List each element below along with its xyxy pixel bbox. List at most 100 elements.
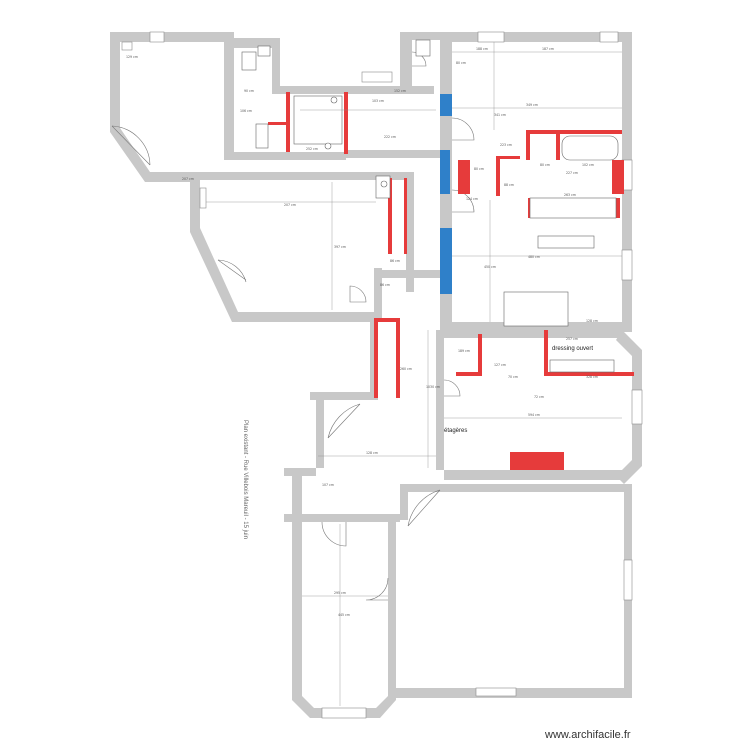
dimension-label: 86 cm xyxy=(380,283,390,287)
wall-bottom-right xyxy=(396,484,632,696)
wc-fixture-3 xyxy=(415,39,431,57)
window-right-3 xyxy=(631,389,643,425)
dimension-texts: 129 cm 188 cm 187 cm 90 cm 80 cm 103 cm … xyxy=(126,47,598,617)
dimension-label: 594 cm xyxy=(528,413,540,417)
red-dressing-left xyxy=(544,330,548,376)
door-bottom-left-2 xyxy=(365,577,389,601)
door-right-2 xyxy=(451,189,475,213)
bathtub xyxy=(561,135,619,161)
dimension-label: 70 cm xyxy=(508,375,518,379)
room-label-etageres: étagères xyxy=(444,428,467,434)
red-wc-divider xyxy=(268,122,288,125)
wall-wc-top xyxy=(230,38,278,48)
dimension-label: 90 cm xyxy=(244,89,254,93)
dimension-label: 152 cm xyxy=(394,89,406,93)
wall-bottom-left xyxy=(284,468,396,718)
red-wc2-right xyxy=(478,334,482,376)
dimension-label: 80 cm xyxy=(456,61,466,65)
dimension-label: 341 cm xyxy=(494,113,506,117)
windows xyxy=(121,31,643,719)
brand-watermark: www.archifacile.fr xyxy=(544,729,631,741)
dimension-label: 222 cm xyxy=(384,135,396,139)
door-bottom-left-1 xyxy=(321,521,347,547)
red-corridor-1 xyxy=(388,178,392,254)
dimension-label: 445 cm xyxy=(338,613,350,617)
red-hall-box xyxy=(374,318,400,322)
dimension-label: 86 cm xyxy=(390,259,400,263)
blue-panel-2 xyxy=(440,150,450,194)
shower-tray xyxy=(293,95,343,145)
red-bedroom-bench xyxy=(510,452,564,470)
dimension-label: 328 cm xyxy=(586,375,598,379)
room-label-dressing: dressing ouvert xyxy=(552,346,593,352)
red-right-bath-left xyxy=(526,130,530,160)
red-right-wall-1 xyxy=(496,156,500,196)
dimension-label: 207 cm xyxy=(284,203,296,207)
wall-corridor-top xyxy=(272,86,434,94)
round-fixture-1 xyxy=(330,96,338,104)
wall-corridor-left xyxy=(374,268,382,322)
wall-bottom-left-top xyxy=(284,514,400,522)
wall-hall-left-lower xyxy=(284,400,324,476)
window-top-left xyxy=(149,31,165,43)
blue-elements xyxy=(440,94,452,294)
wall-wc-right xyxy=(272,38,280,92)
red-wc2-bottom xyxy=(456,372,480,376)
plan-title: Plan existant - Rue Villebois Mareuil - … xyxy=(242,420,248,539)
door-hall-1 xyxy=(327,403,361,439)
door-left-room xyxy=(217,259,247,283)
dimension-label: 127 cm xyxy=(494,363,506,367)
red-dressing-bottom xyxy=(544,372,634,376)
door-hall-2 xyxy=(407,489,441,527)
wall-mid-left-outer xyxy=(190,172,248,322)
wall-bedroom2-outer xyxy=(616,330,642,484)
blue-panel-3 xyxy=(440,228,452,294)
dimension-label: 128 cm xyxy=(366,451,378,455)
wall-bath-bottom xyxy=(230,152,346,160)
dimension-label: 124 cm xyxy=(466,197,478,201)
window-right-2 xyxy=(621,249,633,281)
dimension-label: 80 cm xyxy=(474,167,484,171)
wc-fixture-2 xyxy=(257,45,271,57)
window-right-4 xyxy=(623,559,633,601)
red-bath-right xyxy=(344,92,348,154)
door-wc-top xyxy=(411,51,427,67)
wall-corridor-bottom xyxy=(374,270,440,278)
dimension-label: 102 cm xyxy=(582,163,594,167)
dimension-label: 263 cm xyxy=(564,193,576,197)
dimension-label: 1030 cm xyxy=(426,385,440,389)
door-corridor xyxy=(349,285,367,303)
wall-central-top xyxy=(400,32,446,40)
red-right-box xyxy=(612,160,624,194)
door-right-1 xyxy=(451,117,475,141)
red-right-wall-2 xyxy=(500,156,520,159)
wall-bedroom2-bottom xyxy=(444,470,624,480)
dimension-label: 450 cm xyxy=(484,265,496,269)
dimension-label: 187 cm xyxy=(542,47,554,51)
wall-central-top-left xyxy=(400,32,412,92)
red-corridor-2 xyxy=(404,178,407,254)
dimension-label: 129 cm xyxy=(126,55,138,59)
wall-top-left-room-right xyxy=(224,32,234,160)
dimension-label: 106 cm xyxy=(240,109,252,113)
dimension-label: 252 cm xyxy=(306,147,318,151)
dimension-label: 88 cm xyxy=(504,183,514,187)
wc-fixture-1 xyxy=(241,51,257,71)
window-top-right-1 xyxy=(477,31,505,43)
door-top-left-room xyxy=(111,125,151,166)
dimension-label: 207 cm xyxy=(182,177,194,181)
window-top-right-2 xyxy=(599,31,619,43)
dimension-label: 480 cm xyxy=(528,255,540,259)
round-fixture-2 xyxy=(324,142,332,150)
red-right-bath-top xyxy=(526,130,622,134)
dimension-label: 295 cm xyxy=(334,591,346,595)
wall-hall-right xyxy=(436,330,444,470)
red-cross-box xyxy=(458,160,470,194)
kitchen-island xyxy=(537,235,595,249)
wall-bedroom2-top xyxy=(444,330,622,338)
dimension-label: 257 cm xyxy=(566,337,578,341)
door-bedroom2 xyxy=(443,379,461,397)
sink-small xyxy=(255,123,269,149)
wall-hall-left-bottom xyxy=(310,392,378,400)
fixtures xyxy=(241,39,619,373)
